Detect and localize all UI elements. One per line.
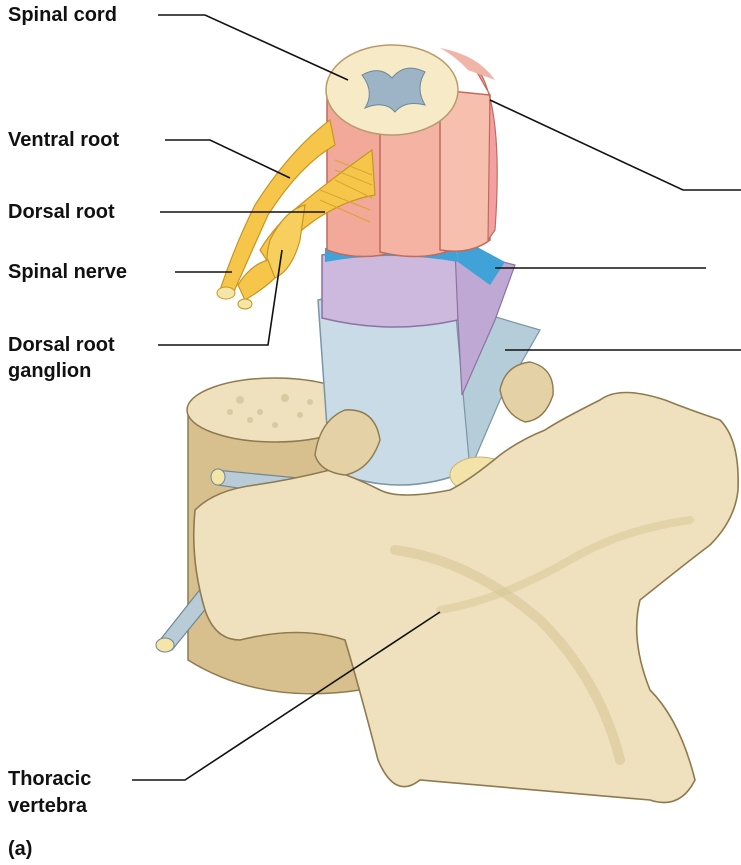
label-ventral-root: Ventral root: [8, 127, 119, 153]
label-dorsal-root-ganglion-line2: ganglion: [8, 358, 91, 384]
label-spinal-cord: Spinal cord: [8, 2, 117, 28]
leader-right-1: [490, 100, 741, 190]
leader-spinal-cord: [158, 15, 348, 80]
label-dorsal-root-ganglion-line1: Dorsal root: [8, 332, 115, 358]
leader-ventral-root: [165, 140, 290, 178]
label-thoracic-vertebra-line1: Thoracic: [8, 766, 91, 792]
label-dorsal-root: Dorsal root: [8, 199, 115, 225]
label-spinal-nerve: Spinal nerve: [8, 259, 127, 285]
label-thoracic-vertebra-line2: vertebra: [8, 793, 87, 819]
panel-label: (a): [8, 836, 32, 862]
spinal-cord: [326, 45, 497, 257]
